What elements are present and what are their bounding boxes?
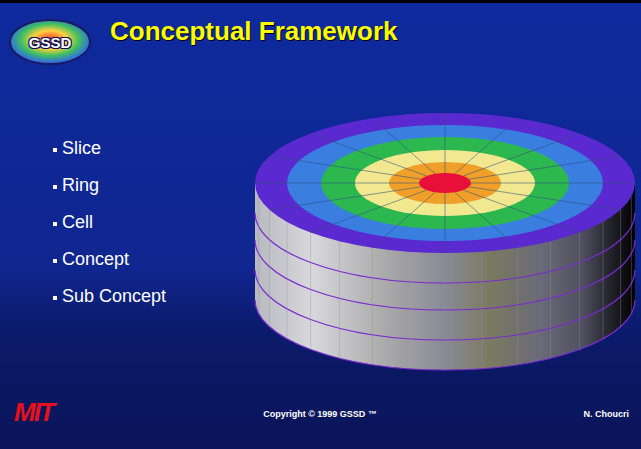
slide-title: Conceptual Framework xyxy=(110,16,398,47)
logo-text: GSSD xyxy=(29,34,72,51)
bullet-dot xyxy=(53,185,57,189)
copyright-note: Copyright © 1999 GSSD ™ xyxy=(263,409,377,419)
bullet-item: Concept xyxy=(62,249,129,270)
cell-dividers xyxy=(255,113,635,253)
bullet-dot xyxy=(53,148,57,152)
logo-badge: GSSD xyxy=(10,20,90,64)
bullet-item: Cell xyxy=(62,212,93,233)
author-name: N. Choucri xyxy=(583,409,629,419)
bullet-dot xyxy=(53,222,57,226)
bullet-item: Ring xyxy=(62,175,99,196)
logo-oval xyxy=(10,20,90,64)
ring-core xyxy=(419,173,471,193)
top-rule xyxy=(0,0,641,3)
ring-outer xyxy=(255,113,635,253)
bullet-item: Sub Concept xyxy=(62,286,166,307)
mit-logo: MIT xyxy=(14,397,53,428)
bullet-dot xyxy=(53,259,57,263)
bullet-item: Slice xyxy=(62,138,101,159)
bullet-dot xyxy=(53,296,57,300)
